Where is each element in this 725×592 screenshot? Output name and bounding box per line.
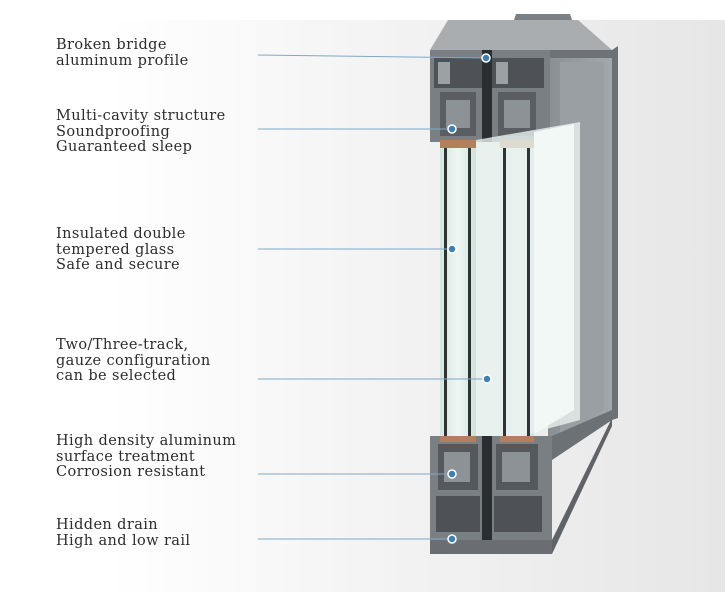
backdrop (108, 20, 725, 592)
feature-line: Safe and secure (56, 257, 181, 273)
feature-line: Two/Three-track, (56, 337, 189, 353)
feature-line: surface treatment (56, 448, 196, 465)
callout-dot-drain (447, 534, 457, 544)
profile-section-bottom (430, 410, 612, 554)
feature-line: Hidden drain (56, 517, 159, 533)
feature-line: Insulated double (56, 226, 186, 242)
callout-dot-track (482, 374, 492, 384)
feature-line: can be selected (56, 368, 177, 384)
feature-label-glass: Insulated double tempered glass Safe and… (56, 226, 261, 274)
feature-label-cavity: Multi-cavity structure Soundproofing Gua… (56, 108, 261, 156)
callout-dot-surface (447, 469, 457, 479)
callout-dot-cavity (447, 124, 457, 134)
feature-label-surface: High density aluminum surface treatment … (56, 433, 261, 481)
callout-line-profile (257, 54, 487, 59)
feature-label-drain: Hidden drain High and low rail (56, 517, 261, 549)
callout-dot-profile (481, 53, 491, 63)
feature-line: Corrosion resistant (56, 464, 206, 480)
feature-line: Broken bridge (56, 37, 167, 53)
callout-dot-glass (447, 244, 457, 254)
feature-line: High and low rail (56, 532, 191, 549)
feature-line: Multi-cavity structure (56, 108, 226, 124)
feature-line: gauze configuration (56, 352, 211, 369)
feature-line: Soundproofing (56, 123, 171, 140)
feature-line: Guaranteed sleep (56, 139, 193, 155)
feature-label-profile: Broken bridge aluminum profile (56, 37, 261, 69)
callout-dots (447, 53, 492, 544)
feature-line: aluminum profile (56, 52, 189, 69)
feature-label-track: Two/Three-track, gauze configuration can… (56, 337, 261, 385)
feature-line: tempered glass (56, 241, 175, 258)
feature-line: High density aluminum (56, 433, 237, 449)
profile-section-top (430, 50, 550, 148)
callouts (257, 54, 487, 540)
glass-panes (440, 122, 580, 448)
